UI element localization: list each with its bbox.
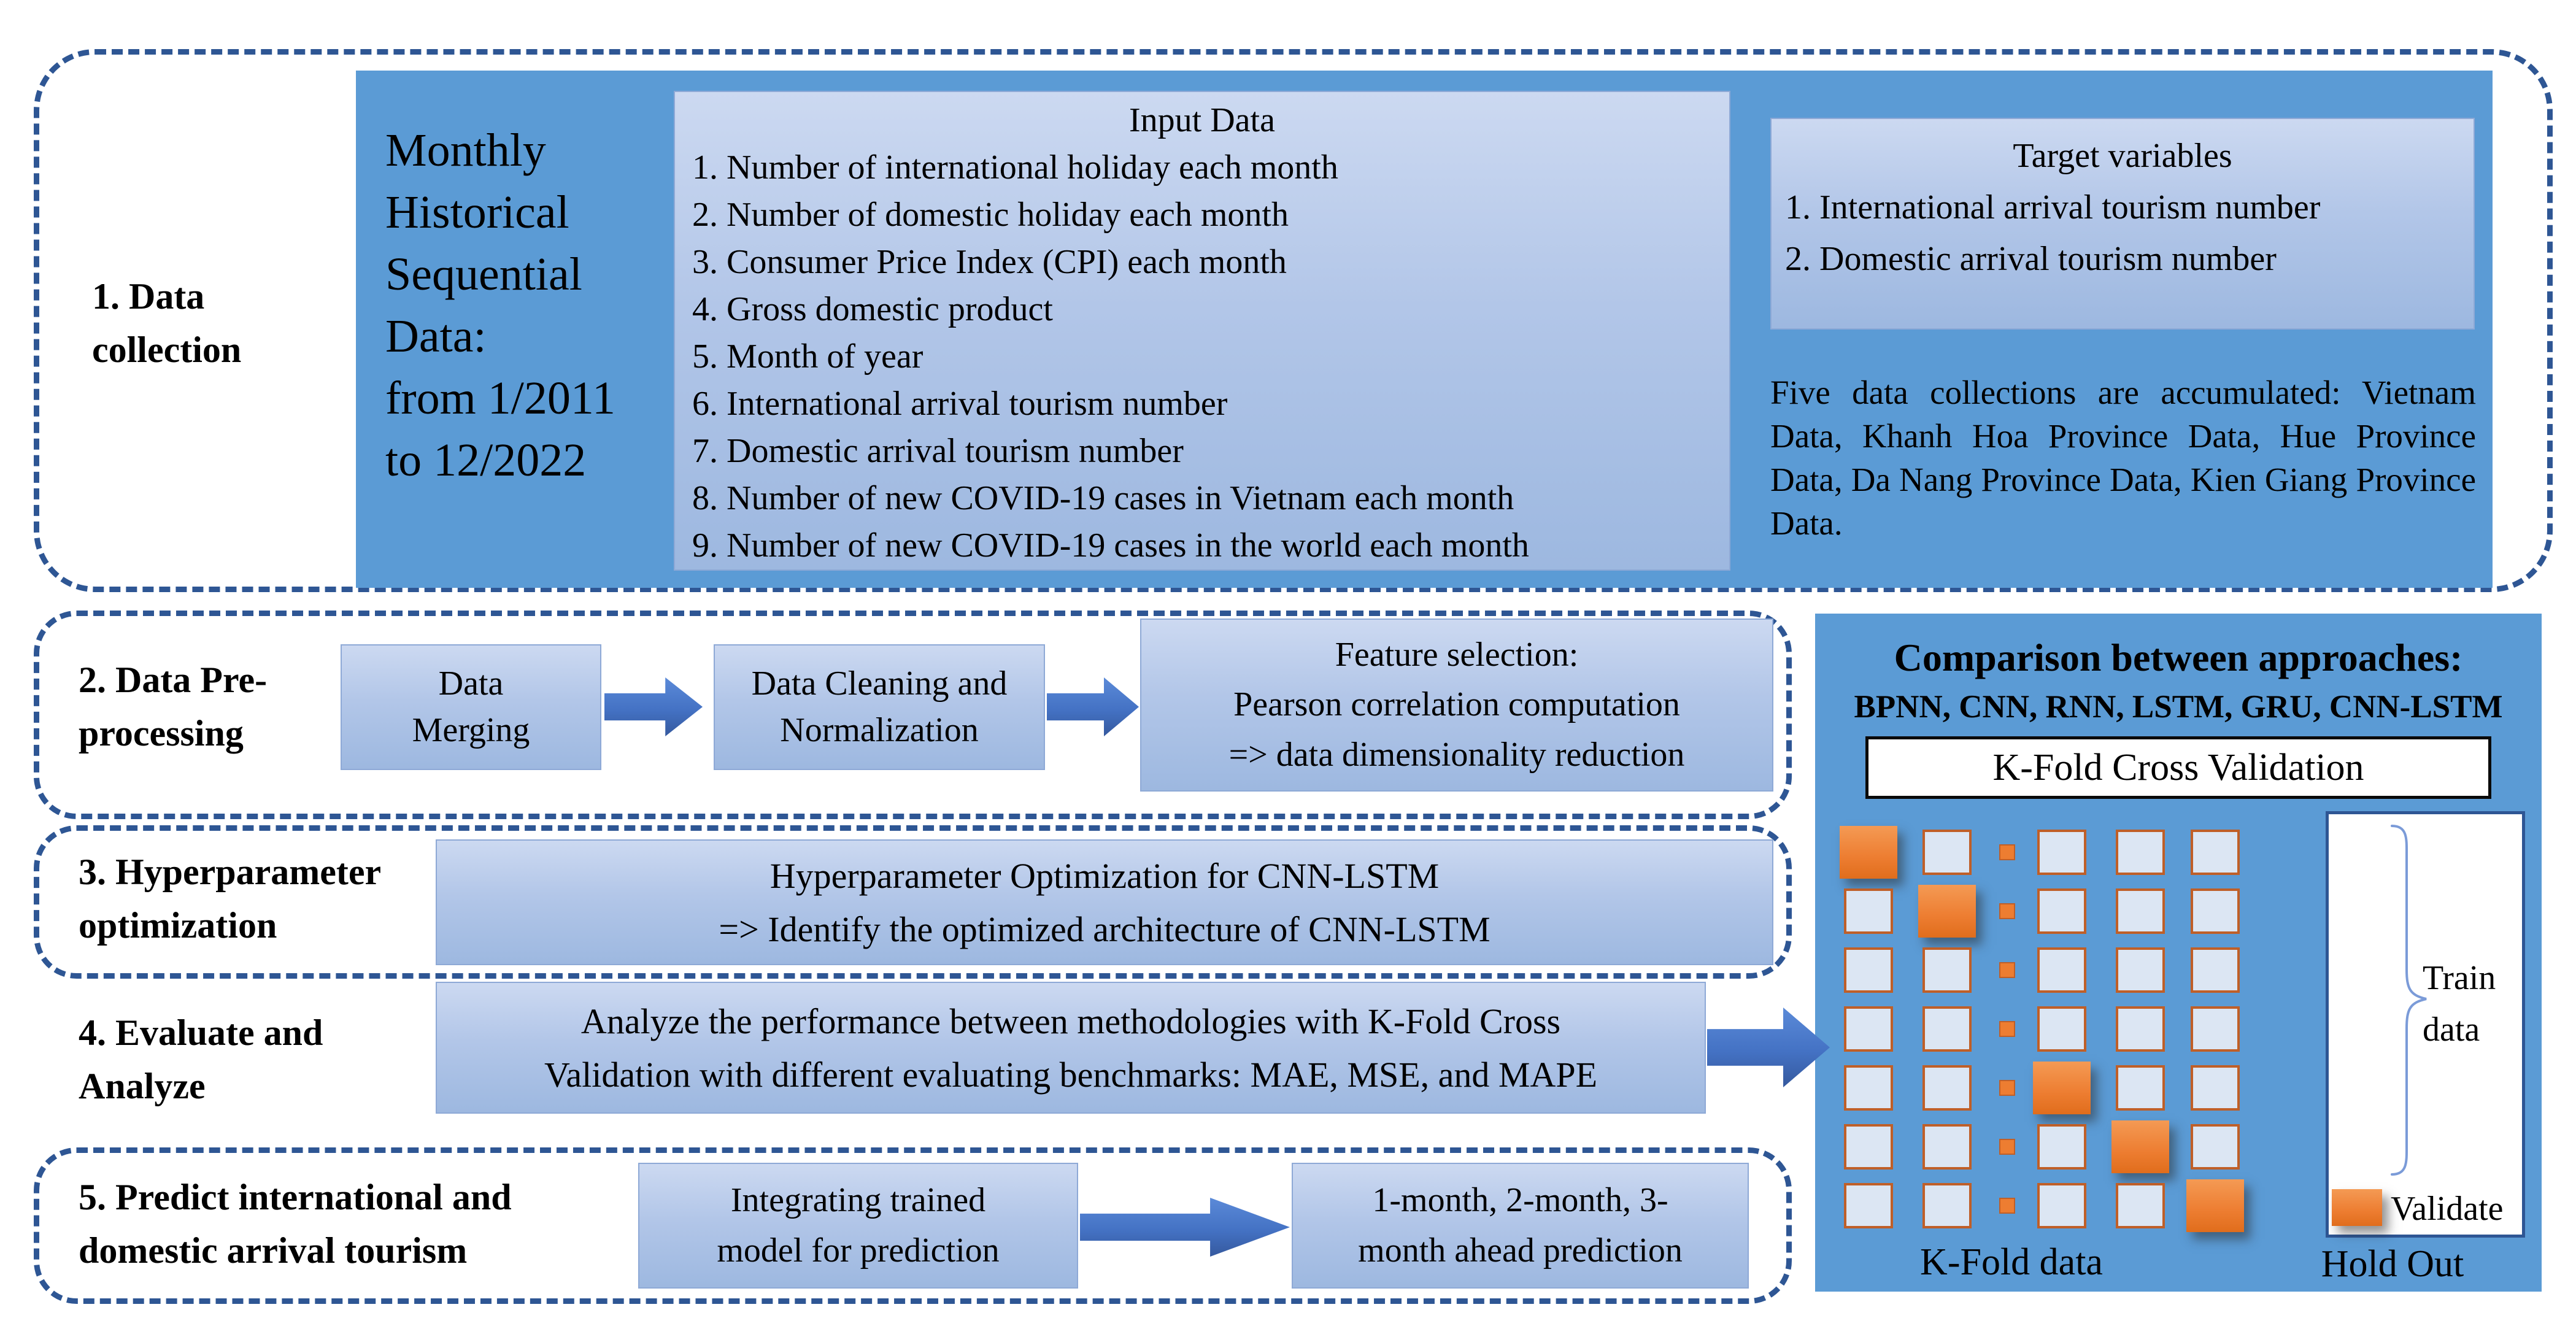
section3-label: 3. Hyperparameter optimization: [79, 852, 382, 946]
input-data-item: 6. International arrival tourism number: [692, 385, 1228, 423]
kfold-cell: [2116, 1006, 2165, 1052]
kfold-cell: [2037, 947, 2086, 993]
kfold-cell: [2037, 830, 2086, 875]
ellipsis-dot: [1999, 1021, 2015, 1037]
section4-label: 4. Evaluate and Analyze: [79, 1012, 323, 1106]
five-collections-text: Five data collections are accumulated: V…: [1770, 374, 2476, 542]
kfold-cell: [2116, 830, 2165, 875]
input-data-item: 8. Number of new COVID-19 cases in Vietn…: [692, 479, 1514, 517]
target-variables-title: Target variables: [2013, 137, 2232, 175]
input-data-title: Input Data: [1129, 101, 1275, 139]
target-variable-item: 2. Domestic arrival tourism number: [1785, 240, 2277, 278]
section3-dashed-frame: [34, 825, 1792, 979]
input-data-item: 4. Gross domestic product: [692, 290, 1053, 328]
kfold-cell: [2116, 1183, 2165, 1228]
ellipsis-dot: [1999, 1198, 2015, 1214]
integrating-model-box: Integrating trained model for prediction: [638, 1163, 1078, 1289]
ellipsis-dot: [1999, 903, 2015, 919]
validate-label: Validate: [2391, 1190, 2504, 1228]
ellipsis-dot: [1999, 1139, 2015, 1155]
feature-selection-box: Feature selection: Pearson correlation c…: [1140, 619, 1773, 792]
kfold-validate-cell: [2111, 1120, 2169, 1173]
kfold-cell: [1922, 947, 1972, 993]
ellipsis-dot: [1999, 962, 2015, 978]
kfold-cell: [1922, 830, 1972, 875]
input-data-item: 3. Consumer Price Index (CPI) each month: [692, 243, 1287, 281]
kfold-cell: [1844, 1065, 1893, 1111]
month-ahead-box: 1-month, 2-month, 3- month ahead predict…: [1292, 1163, 1749, 1289]
monthly-historical-text: Monthly Historical Sequential Data: from…: [385, 125, 616, 487]
kfold-cell: [1844, 1124, 1893, 1170]
input-data-item: 7. Domestic arrival tourism number: [692, 432, 1184, 470]
train-data-label: Train data: [2423, 959, 2496, 1049]
kfold-cell: [2037, 1183, 2086, 1228]
input-data-box: Input Data 1. Number of international ho…: [674, 91, 1730, 571]
section2-dashed-frame: [34, 611, 1792, 819]
ellipsis-dot: [1999, 1080, 2015, 1096]
section5-label: 5. Predict international and domestic ar…: [79, 1177, 512, 1271]
kfold-cell: [2116, 1065, 2165, 1111]
kfold-cell: [1844, 1006, 1893, 1052]
kfold-cell: [2191, 830, 2240, 875]
kfold-cell: [1922, 1006, 1972, 1052]
kfold-cell: [2191, 888, 2240, 934]
section1-label: 1. Data collection: [92, 276, 242, 370]
kfold-cell: [2037, 888, 2086, 934]
kfold-validate-cell: [1840, 826, 1897, 879]
kfold-cell: [2037, 1124, 2086, 1170]
hyperparameter-box: Hyperparameter Optimization for CNN-LSTM…: [436, 839, 1773, 965]
holdout-caption: Hold Out: [2321, 1243, 2464, 1285]
kfold-cell: [2191, 947, 2240, 993]
section2-label: 2. Data Pre- processing: [79, 660, 268, 753]
comparison-models-list: BPNN, CNN, RNN, LSTM, GRU, CNN-LSTM: [1854, 689, 2503, 725]
section5-dashed-frame: [34, 1147, 1792, 1304]
input-data-item: 9. Number of new COVID-19 cases in the w…: [692, 526, 1529, 565]
data-cleaning-box: Data Cleaning and Normalization: [714, 644, 1045, 770]
input-data-item: 1. Number of international holiday each …: [692, 148, 1338, 187]
holdout-box: [2326, 811, 2525, 1238]
kfold-cell: [2037, 1006, 2086, 1052]
kfold-cell: [1922, 1183, 1972, 1228]
target-variables-box: Target variables 1. International arriva…: [1770, 118, 2475, 330]
evaluate-box: Analyze the performance between methodol…: [436, 982, 1706, 1114]
brace-icon: [2391, 825, 2427, 1176]
comparison-title: Comparison between approaches:: [1894, 636, 2463, 679]
kfold-cell: [1922, 1065, 1972, 1111]
kfold-cell: [1922, 1124, 1972, 1170]
input-data-item: 5. Month of year: [692, 337, 924, 376]
input-data-item: 2. Number of domestic holiday each month: [692, 196, 1289, 234]
kfold-validate-cell: [2186, 1179, 2244, 1232]
ellipsis-dot: [1999, 844, 2015, 860]
kfold-cell: [2116, 947, 2165, 993]
kfold-cell: [2191, 1065, 2240, 1111]
kfold-cell: [1844, 1183, 1893, 1228]
validate-square: [2332, 1189, 2382, 1226]
kfold-cross-validation-box: K-Fold Cross Validation: [1865, 736, 2491, 799]
kfold-cell: [2116, 888, 2165, 934]
target-variable-item: 1. International arrival tourism number: [1785, 188, 2321, 226]
data-merging-box: Data Merging: [341, 644, 601, 770]
kfold-validate-cell: [1918, 885, 1976, 938]
kfold-data-caption: K-Fold data: [1920, 1241, 2103, 1283]
kfold-cell: [2191, 1124, 2240, 1170]
kfold-cell: [1844, 888, 1893, 934]
kfold-cell: [2191, 1006, 2240, 1052]
kfold-cell: [1844, 947, 1893, 993]
section1-dashed-frame: [34, 49, 2553, 592]
kfold-validate-cell: [2033, 1062, 2091, 1114]
